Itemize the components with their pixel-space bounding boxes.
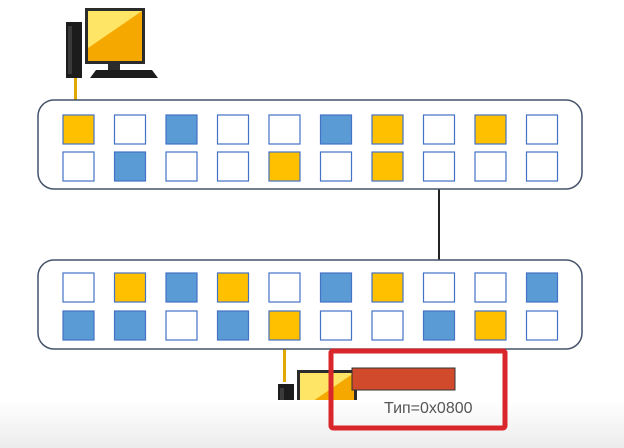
switch-top-port-r2-c8 bbox=[422, 151, 456, 182]
switch-top-port-r1-c3 bbox=[165, 114, 198, 145]
tower-highlight bbox=[68, 26, 72, 74]
switch-top-port-r2-c10 bbox=[525, 151, 559, 182]
switch-bottom-ports bbox=[62, 272, 559, 341]
monitor-stand bbox=[108, 64, 120, 70]
switch-top-port-r1-c2 bbox=[113, 114, 147, 145]
switch-bottom-port-r2-c2 bbox=[113, 310, 147, 341]
switch-top-port-r2-c7 bbox=[371, 151, 404, 182]
keyboard bbox=[90, 70, 158, 78]
switch-top-port-r2-c6 bbox=[319, 151, 353, 182]
switch-bottom-port-r2-c5 bbox=[268, 310, 301, 341]
switch-bottom-port-r2-c4 bbox=[216, 310, 250, 341]
switch-top-port-r2-c4 bbox=[216, 151, 250, 182]
switch-top-port-r2-c1 bbox=[62, 151, 95, 182]
switch-bottom-port-r1-c10 bbox=[525, 272, 559, 303]
switch-bottom-port-r2-c1 bbox=[62, 310, 95, 341]
computer-icon[interactable] bbox=[66, 8, 158, 78]
switch-top-ports bbox=[62, 114, 559, 182]
switch-top-port-r1-c5 bbox=[268, 114, 301, 145]
monitor-glare bbox=[88, 11, 142, 48]
switch-top-port-r1-c1 bbox=[62, 114, 95, 145]
switch-top-port-r1-c4 bbox=[216, 114, 250, 145]
switch-bottom-port-r1-c1 bbox=[62, 272, 95, 303]
switch-bottom-port-r1-c7 bbox=[371, 272, 404, 303]
switch-top-port-r1-c7 bbox=[371, 114, 404, 145]
switch-bottom-port-r1-c6 bbox=[319, 272, 353, 303]
switch-bottom-port-r1-c9 bbox=[474, 272, 507, 303]
switch-bottom-port-r2-c3 bbox=[165, 310, 198, 341]
switch-top-port-r2-c2 bbox=[113, 151, 147, 182]
switch-bottom-port-r2-c6 bbox=[319, 310, 353, 341]
switch-bottom-port-r1-c2 bbox=[113, 272, 147, 303]
switch-bottom-port-r1-c8 bbox=[422, 272, 456, 303]
switch-top-port-r2-c3 bbox=[165, 151, 198, 182]
switch-bottom-port-r1-c4 bbox=[216, 272, 250, 303]
switch-top-port-r2-c5 bbox=[268, 151, 301, 182]
switch-top-port-r1-c9 bbox=[474, 114, 507, 145]
switch-top-port-r2-c9 bbox=[474, 151, 507, 182]
switch-top-port-r1-c10 bbox=[525, 114, 559, 145]
switch-top-port-r1-c6 bbox=[319, 114, 353, 145]
switch-top-port-r1-c8 bbox=[422, 114, 456, 145]
switch-bottom-port-r1-c5 bbox=[268, 272, 301, 303]
switch-bottom-port-r1-c3 bbox=[165, 272, 198, 303]
switch-bottom-port-r2-c9 bbox=[474, 310, 507, 341]
switch-bottom-port-r2-c10 bbox=[525, 310, 559, 341]
switch-bottom-port-r2-c8 bbox=[422, 310, 456, 341]
switch-bottom-port-r2-c7 bbox=[371, 310, 404, 341]
frame-type-label: Тип=0x0800 bbox=[384, 400, 473, 417]
